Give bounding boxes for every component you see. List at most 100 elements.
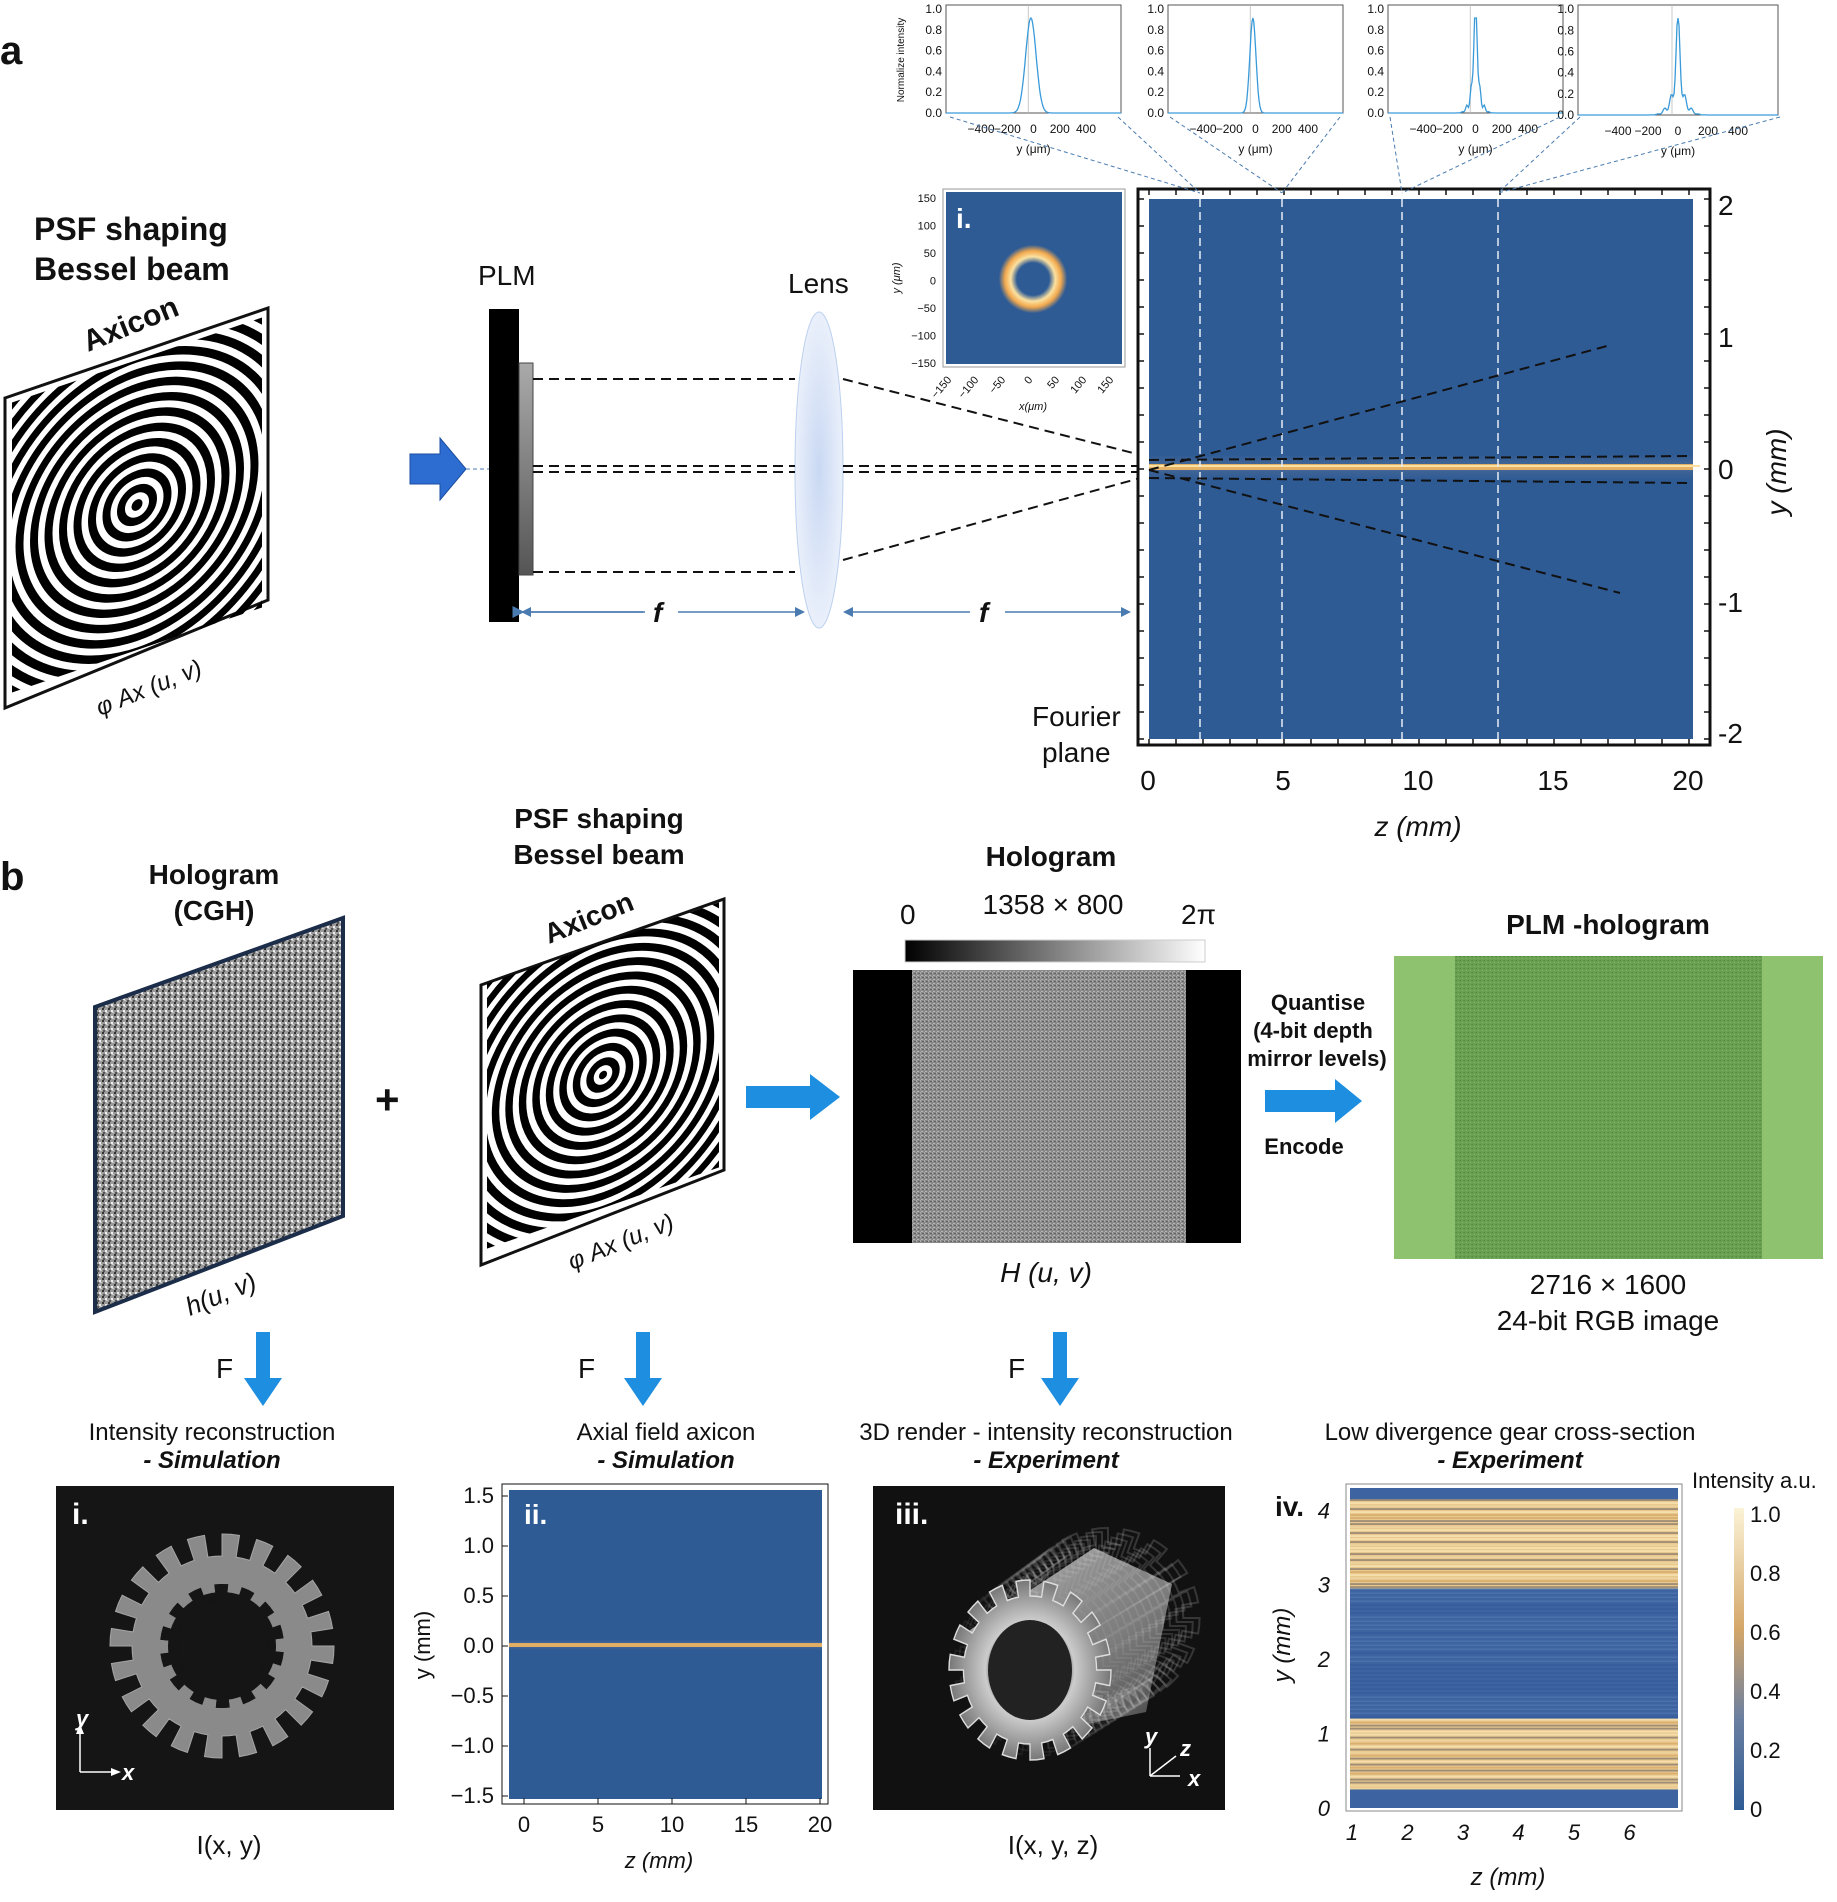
- sub-i-caption: I(x, y): [197, 1830, 262, 1860]
- profile-ytick: 0.6: [1147, 44, 1164, 58]
- inset-ytick: −100: [911, 331, 936, 343]
- profile-ytick: 0.8: [1557, 23, 1574, 37]
- inset-xtick: 50: [1045, 374, 1062, 391]
- sub-iii-caption: I(x, y, z): [1008, 1830, 1099, 1860]
- sub-i-title: Intensity reconstruction: [89, 1419, 336, 1446]
- profile-ytick: 1.0: [1367, 2, 1384, 16]
- inset-ytick: 150: [918, 193, 936, 205]
- profile-ytick: 1.0: [1557, 2, 1574, 16]
- xz-xtick-0: 0: [1140, 765, 1156, 796]
- profile-ytick: 0.2: [1557, 87, 1574, 101]
- profile-ytick: 0.8: [925, 23, 942, 37]
- iv-xtick: 5: [1568, 1820, 1581, 1845]
- profile-curve: [1578, 18, 1778, 116]
- psf-title-b-line1: PSF shaping: [514, 803, 684, 834]
- ii-ytick: 1.0: [463, 1533, 494, 1558]
- xz-ytick-2: 2: [1718, 190, 1734, 221]
- profile-ytick: 0.0: [925, 106, 942, 120]
- iv-ytick: 4: [1318, 1498, 1330, 1523]
- ii-ytick: 0.5: [463, 1583, 494, 1608]
- fourier-label-line1: Fourier: [1032, 701, 1121, 732]
- profile-xlabel: y (μm): [1458, 142, 1492, 156]
- colorbar-tick: 0.6: [1750, 1620, 1781, 1645]
- sub-iii-axis-y: y: [1144, 1724, 1159, 1749]
- fourier-label-line2: plane: [1042, 737, 1111, 768]
- profile-xtick: −400: [1409, 122, 1436, 136]
- profile-ytick: 0.8: [1147, 23, 1164, 37]
- profile-xtick: −400: [1604, 124, 1631, 138]
- arrow-to-hologram: [746, 1074, 840, 1120]
- plm-size: 2716 × 1600: [1530, 1269, 1687, 1300]
- inset-ytick: 0: [930, 276, 936, 288]
- sub-iv-subtitle: - Experiment: [1437, 1447, 1583, 1474]
- sub-iii-axis-x: x: [1187, 1766, 1201, 1791]
- xz-xtick-15: 15: [1537, 765, 1568, 796]
- profile-ytick: 0.4: [1147, 64, 1164, 78]
- inset-xtick: −50: [987, 374, 1008, 396]
- fourier-arrow-3: F: [1008, 1332, 1079, 1406]
- profile-xtick: −400: [1189, 122, 1216, 136]
- colorbar-tick: 0.4: [1750, 1679, 1781, 1704]
- inset-ytick: −50: [917, 303, 936, 315]
- profile-curve: [946, 16, 1121, 114]
- sub-ii-xlabel: z (mm): [624, 1848, 693, 1873]
- iv-ytick: 2: [1317, 1647, 1330, 1672]
- inset-label: i.: [956, 203, 972, 234]
- scale-max: 2π: [1181, 899, 1216, 930]
- panel-b-label: b: [0, 855, 24, 899]
- iv-ytick: 1: [1318, 1722, 1330, 1747]
- quantise-line2: (4-bit depth: [1253, 1018, 1373, 1043]
- profile-xtick: 0: [1472, 122, 1479, 136]
- profile-ytick: 0.6: [925, 44, 942, 58]
- xz-ytick-m2: -2: [1718, 718, 1743, 749]
- profile-xtick: 200: [1050, 122, 1070, 136]
- scale-min: 0: [900, 899, 916, 930]
- colorbar-title: Intensity a.u.: [1692, 1468, 1817, 1493]
- sub-ii-ylabel: y (mm): [410, 1611, 435, 1679]
- encode-label: Encode: [1264, 1134, 1343, 1159]
- focal-label-2: f: [979, 597, 991, 628]
- F-label-3: F: [1008, 1353, 1025, 1384]
- hologram-H-label: H (u, v): [1000, 1257, 1092, 1288]
- sub-iii-label: iii.: [895, 1498, 928, 1531]
- sub-ii-label: ii.: [524, 1499, 547, 1530]
- profile-xtick: −200: [1634, 124, 1661, 138]
- profile-connectors: [949, 116, 1781, 194]
- profile-ytick: 0.0: [1367, 106, 1384, 120]
- xz-ylabel: y (mm): [1761, 428, 1792, 517]
- sub-iii-subtitle: - Experiment: [973, 1447, 1119, 1474]
- xz-ytick-1: 1: [1718, 322, 1734, 353]
- profile-xtick: 400: [1076, 122, 1096, 136]
- xz-xtick-20: 20: [1672, 765, 1703, 796]
- profile-curve: [1388, 17, 1563, 114]
- focal-label-1: f: [653, 597, 665, 628]
- iv-xtick: 1: [1346, 1820, 1358, 1845]
- profile-ytick: 0.2: [1147, 85, 1164, 99]
- profile-ytick: 0.0: [1147, 106, 1164, 120]
- ii-ytick: 0.0: [463, 1633, 494, 1658]
- profile-xtick: −400: [967, 122, 994, 136]
- iv-ytick: 0: [1318, 1796, 1331, 1821]
- profile-ytick: 1.0: [1147, 2, 1164, 16]
- iv-xtick: 3: [1457, 1820, 1470, 1845]
- sub-iv-label: iv.: [1275, 1491, 1304, 1522]
- inset-xtick: −150: [929, 374, 954, 401]
- inset-xtick: −100: [956, 374, 981, 401]
- profile-ytick: 0.6: [1367, 44, 1384, 58]
- arrow-to-plm: [1265, 1079, 1362, 1123]
- profile-xtick: 200: [1698, 124, 1718, 138]
- ring-beam: [997, 243, 1069, 315]
- sub-iv-xlabel: z (mm): [1470, 1864, 1546, 1891]
- inset-xtick: 150: [1095, 374, 1116, 396]
- ii-ytick: −1.5: [451, 1783, 494, 1808]
- axial-beam-plot: 0 5 10 15 20 z (mm) 2 1 0 -1 -2 y (mm): [1136, 187, 1792, 842]
- profile-xlabel: y (μm): [1238, 142, 1272, 156]
- xz-ytick-0: 0: [1718, 454, 1734, 485]
- sub-ii-subtitle: - Simulation: [597, 1447, 734, 1474]
- inset-ylabel: y (μm): [891, 262, 903, 294]
